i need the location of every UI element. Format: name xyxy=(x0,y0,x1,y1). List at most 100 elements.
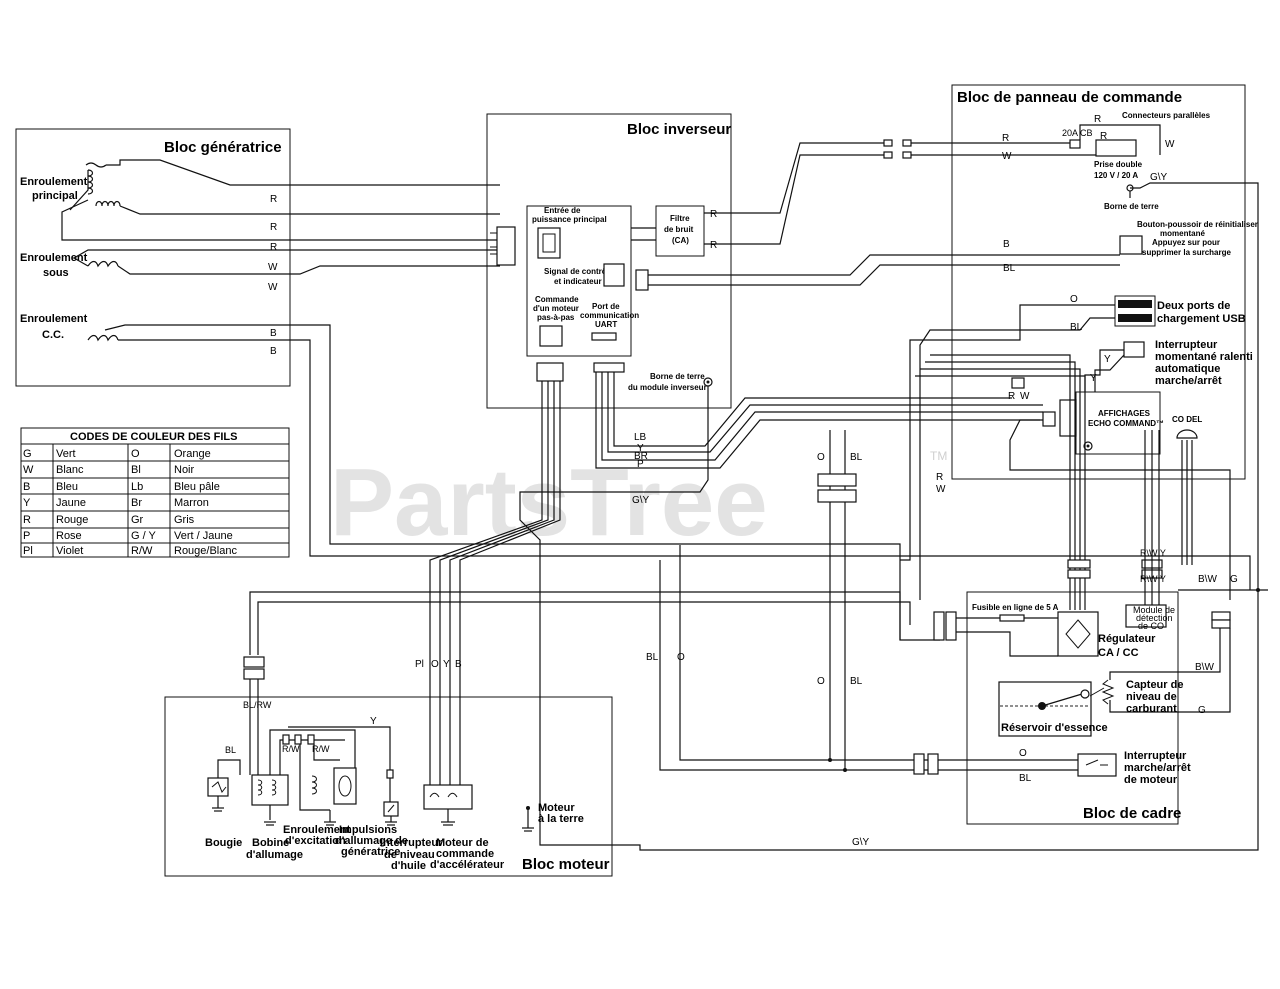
oil-switch-label: Interrupteur xyxy=(380,837,443,849)
watermark-tm: TM xyxy=(930,449,947,463)
color-code-name: Rose xyxy=(56,530,82,542)
wire-label: Y xyxy=(1104,354,1111,365)
wire-label: BR xyxy=(634,451,648,462)
wire-label: R xyxy=(1100,131,1107,142)
wire-label: BL xyxy=(1003,263,1016,274)
color-code-name: Rouge xyxy=(56,514,88,526)
stepper-label: pas-à-pas xyxy=(537,313,575,322)
wire-label: O xyxy=(1070,294,1078,305)
fuel-tank xyxy=(998,681,1092,737)
idle-switch-label: momentané ralenti xyxy=(1155,351,1253,363)
inverter-block-box xyxy=(486,113,732,409)
wire-label: R xyxy=(1008,391,1015,402)
ground-terminal-label: Borne de terre xyxy=(1104,202,1159,211)
inverter-block-title: Bloc inverseur xyxy=(627,121,731,138)
color-code-name: Vert xyxy=(56,448,76,460)
reset-button-label: supprimer la surcharge xyxy=(1142,248,1231,257)
uart-connector xyxy=(591,332,617,341)
color-code-abbr: Gr xyxy=(131,514,144,526)
coil-main-left xyxy=(87,169,94,195)
main-winding-label-2: principal xyxy=(32,190,78,202)
uart-label: Port de xyxy=(592,302,620,311)
generator-windings: Enroulement principal Enroulement sous E… xyxy=(20,159,1251,641)
wire-label: B\W xyxy=(1198,574,1217,585)
coil-sub xyxy=(87,260,119,268)
duplex-label: Prise double xyxy=(1094,160,1143,169)
throttle-label: Moteur de xyxy=(436,837,489,849)
control-panel-block-title: Bloc de panneau de commande xyxy=(957,89,1182,106)
ignition-coil-label: d'allumage xyxy=(246,849,303,861)
engine-switch xyxy=(1077,753,1117,777)
engine-ground-label: Moteur xyxy=(538,802,575,814)
wire-label: G\Y xyxy=(852,837,870,848)
wire-label: R/W xyxy=(282,744,300,754)
wire-label: O xyxy=(431,659,439,670)
wire-label: B\W xyxy=(1195,662,1214,673)
main-harness: LB Y BR P G\Y G\Y Pl O Y B R W R\W Y R\W… xyxy=(249,354,1268,851)
wire-label: R/W xyxy=(312,744,330,754)
inverter-ground-label: Borne de terre xyxy=(650,372,705,381)
wire-label: G xyxy=(1230,574,1238,585)
regulator-label: CA / CC xyxy=(1098,647,1139,659)
color-code-title: CODES DE COULEUR DES FILS xyxy=(70,431,237,443)
idle-switch-label: Interrupteur xyxy=(1155,339,1218,351)
reset-button-label: momentané xyxy=(1160,229,1205,238)
pulser-label: Impulsions xyxy=(339,824,397,836)
color-code-abbr: Br xyxy=(131,497,142,509)
sub-winding-label-1: Enroulement xyxy=(20,252,88,264)
color-code-name: Violet xyxy=(56,545,83,557)
noise-filter-label: de bruit xyxy=(664,225,694,234)
control-panel-internals: Connecteurs parallèles R 20A CB R W Pris… xyxy=(900,111,1259,600)
engine-internals: BL/RW BL Bougie Bobine d'allumage R/W R/… xyxy=(205,656,584,872)
idle-switch-label: automatique xyxy=(1155,363,1220,375)
parallel-connectors-label: Connecteurs parallèles xyxy=(1122,111,1211,120)
color-code-abbr: Bl xyxy=(131,464,141,476)
control-panel-block-box xyxy=(951,84,1246,480)
dc-winding-label-1: Enroulement xyxy=(20,313,88,325)
excitation-label: Enroulement xyxy=(283,824,351,836)
usb-label: Deux ports de xyxy=(1157,300,1230,312)
wire-label: R xyxy=(936,472,943,483)
inverter-module xyxy=(526,205,632,357)
color-code-name: Orange xyxy=(174,448,211,460)
fuel-sensor-label: niveau de xyxy=(1126,691,1177,703)
engine-ground-label: à la terre xyxy=(538,813,584,825)
main-winding-label-1: Enroulement xyxy=(20,176,88,188)
color-code-abbr: G / Y xyxy=(131,530,157,542)
generator-block-box xyxy=(15,128,291,387)
regulator-label: Régulateur xyxy=(1098,633,1156,645)
wire-label: BL xyxy=(850,452,863,463)
color-code-name: Marron xyxy=(174,497,209,509)
stepper-label: d'un moteur xyxy=(533,304,579,313)
display-label: AFFICHAGES xyxy=(1098,409,1151,418)
oil-switch-label: de niveau xyxy=(384,849,435,861)
color-code-name: Noir xyxy=(174,464,195,476)
wire-label: O xyxy=(677,652,685,663)
coil-main-bottom xyxy=(95,200,121,207)
usb-port-1 xyxy=(1118,300,1152,308)
dc-winding-label-2: C.C. xyxy=(42,329,64,341)
color-code-abbr: R xyxy=(23,514,31,526)
ignition-coil-label: Bobine xyxy=(252,837,289,849)
wire-label: Pl xyxy=(415,659,424,670)
wire-label: O xyxy=(1019,748,1027,759)
noise-filter xyxy=(655,205,705,257)
color-code-name: Bleu pâle xyxy=(174,481,220,493)
inline-fuse xyxy=(999,614,1025,622)
wire-label: Y xyxy=(1090,373,1097,384)
color-code-table: CODES DE COULEUR DES FILS G Vert O Orang… xyxy=(20,427,290,558)
stepper-label: Commande xyxy=(535,295,579,304)
fuse-label: Fusible en ligne de 5 A xyxy=(972,603,1059,612)
wire-label: W xyxy=(268,282,278,293)
color-code-abbr: Y xyxy=(23,497,31,509)
breaker-label: 20A CB xyxy=(1062,128,1093,138)
co-module-label: de CO xyxy=(1138,621,1164,631)
sub-winding-label-2: sous xyxy=(43,267,69,279)
wire-label: BL xyxy=(1070,322,1083,333)
wire-label: R xyxy=(270,242,277,253)
wire-label: R xyxy=(710,240,717,251)
engine-switch-label: marche/arrêt xyxy=(1124,762,1191,774)
uart-label: communication xyxy=(580,311,639,320)
signal-harness-connector xyxy=(635,269,649,291)
